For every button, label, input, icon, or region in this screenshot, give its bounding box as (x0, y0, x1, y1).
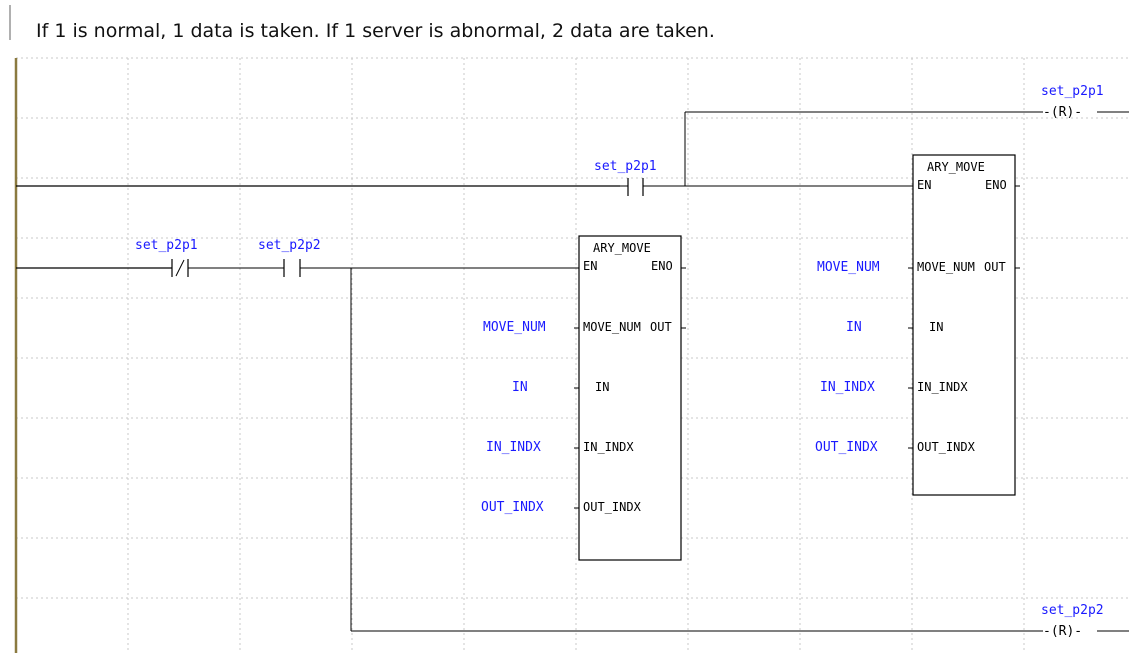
fb-1-pin-out: OUT (650, 320, 672, 334)
coil-1-label: set_p2p1 (1041, 84, 1104, 99)
rung-comment[interactable]: If 1 is normal, 1 data is taken. If 1 se… (36, 20, 715, 42)
fb-2-var-out_indx: OUT_INDX (815, 440, 878, 455)
fb-2-pin-out: OUT (984, 260, 1006, 274)
coil-reset-set_p2p2[interactable]: -(R)- set_p2p2 (1041, 603, 1129, 639)
coil-2-label: set_p2p2 (1041, 603, 1104, 618)
fb-2-box (912, 154, 1016, 496)
editor-grid (15, 57, 1129, 653)
function-block-1[interactable]: ARY_MOVE EN ENO MOVE_NUM MOVE_NUM OUT IN… (481, 235, 686, 561)
rung-2: set_p2p1 set_p2p2 -(R)- set_p2p2 (16, 238, 1129, 639)
rung-1: set_p2p1 -(R)- set_p2p1 (16, 84, 1129, 196)
contact-3-label: set_p2p2 (258, 238, 321, 253)
fb-2-eno: ENO (985, 178, 1007, 192)
fb-1-eno: ENO (651, 259, 673, 273)
fb-1-var-out_indx: OUT_INDX (481, 500, 544, 515)
fb-1-var-in_indx: IN_INDX (486, 440, 541, 455)
contact-2-label: set_p2p1 (135, 238, 198, 253)
coil-reset-set_p2p1[interactable]: -(R)- set_p2p1 (1041, 84, 1129, 120)
contact-nc-set_p2p1[interactable]: set_p2p1 (135, 238, 284, 277)
fb-2-en: EN (917, 178, 931, 192)
fb-1-en: EN (583, 259, 597, 273)
contact-1-label: set_p2p1 (594, 159, 657, 174)
fb-2-pin-out_indx: OUT_INDX (917, 440, 976, 454)
fb-2-var-in_indx: IN_INDX (820, 380, 875, 395)
fb-1-pin-in_indx: IN_INDX (583, 440, 634, 454)
fb-1-var-in: IN (512, 380, 528, 395)
coil-2-symbol: -(R)- (1043, 624, 1082, 639)
fb-1-title: ARY_MOVE (593, 241, 651, 255)
fb-2-var-move_num: MOVE_NUM (817, 260, 880, 275)
function-block-2[interactable]: ARY_MOVE EN ENO MOVE_NUM MOVE_NUM OUT IN… (815, 154, 1020, 496)
fb-2-pin-in: IN (929, 320, 943, 334)
fb-1-pin-out_indx: OUT_INDX (583, 500, 642, 514)
fb-2-pin-move_num: MOVE_NUM (917, 260, 975, 274)
coil-1-symbol: -(R)- (1043, 105, 1082, 120)
fb-2-var-in: IN (846, 320, 862, 335)
fb-1-box (578, 235, 682, 561)
fb-1-pin-in: IN (595, 380, 609, 394)
fb-2-pin-in_indx: IN_INDX (917, 380, 968, 394)
contact-no-set_p2p1[interactable]: set_p2p1 (594, 159, 913, 196)
contact-no-set_p2p2[interactable]: set_p2p2 (258, 238, 579, 277)
fb-1-var-move_num: MOVE_NUM (483, 320, 546, 335)
fb-1-pin-move_num: MOVE_NUM (583, 320, 641, 334)
fb-2-title: ARY_MOVE (927, 160, 985, 174)
